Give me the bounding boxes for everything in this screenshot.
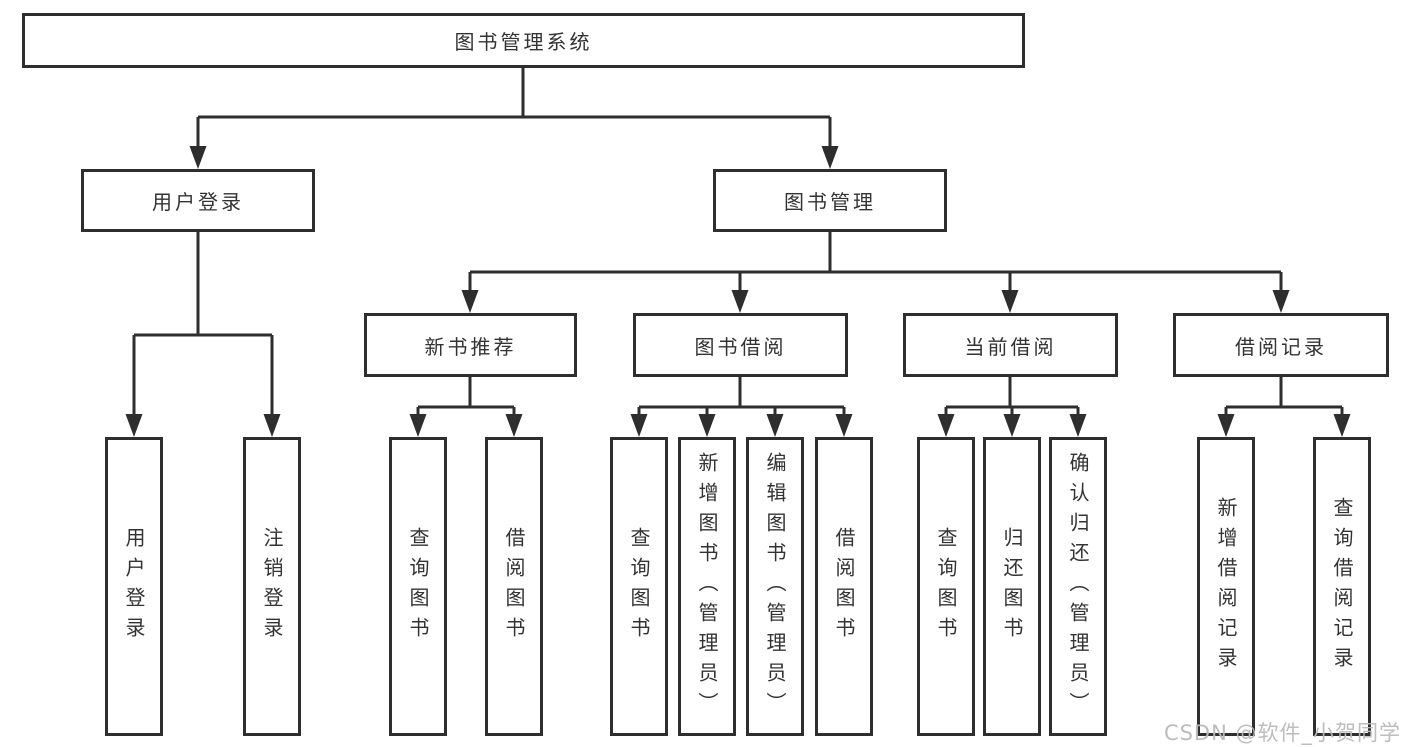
leaf-current-confirm-return-admin: 确认归还（管理员）	[1049, 437, 1107, 736]
node-label: 图书借阅	[694, 334, 787, 359]
leaf-label: 查询借阅记录	[1330, 496, 1354, 677]
leaf-label: 编辑图书（管理员）	[763, 451, 787, 722]
leaf-current-query-books: 查询图书	[917, 437, 975, 736]
leaf-label: 归还图书	[1000, 526, 1024, 647]
node-label: 当前借阅	[964, 334, 1057, 359]
leaf-logout: 注销登录	[243, 437, 301, 736]
leaf-borrow-borrow-books: 借阅图书	[815, 437, 873, 736]
node-book-borrow: 图书借阅	[633, 313, 848, 377]
node-library-management-system: 图书管理系统	[22, 13, 1025, 68]
leaf-label: 查询图书	[627, 526, 651, 647]
leaf-label: 借阅图书	[502, 526, 526, 647]
leaf-label: 新增图书（管理员）	[695, 451, 719, 722]
leaf-user-login: 用户登录	[105, 437, 163, 736]
node-label: 新书推荐	[424, 334, 517, 359]
leaf-current-return-books: 归还图书	[983, 437, 1041, 736]
node-book-management: 图书管理	[713, 169, 947, 232]
leaf-borrow-query-books: 查询图书	[610, 437, 668, 736]
leaf-label: 新增借阅记录	[1214, 496, 1238, 677]
leaf-label: 查询图书	[406, 526, 430, 647]
arrowheads	[125, 146, 1351, 437]
node-label: 图书管理系统	[454, 30, 593, 54]
node-label: 图书管理	[784, 190, 876, 214]
node-current-borrow: 当前借阅	[903, 313, 1118, 377]
csdn-watermark: CSDN @软件_小贺同学	[1163, 721, 1401, 745]
node-user-login: 用户登录	[81, 169, 315, 232]
leaf-recommend-query-books: 查询图书	[389, 437, 447, 736]
leaf-recommend-borrow-books: 借阅图书	[485, 437, 543, 736]
node-label: 借阅记录	[1235, 334, 1327, 359]
leaf-label: 查询图书	[934, 526, 958, 647]
leaf-label: 注销登录	[260, 526, 284, 647]
node-borrow-records: 借阅记录	[1173, 313, 1389, 377]
node-new-book-recommend: 新书推荐	[364, 313, 577, 377]
leaf-records-query-borrow-record: 查询借阅记录	[1313, 437, 1371, 736]
leaf-label: 用户登录	[122, 526, 146, 647]
leaf-label: 确认归还（管理员）	[1066, 451, 1090, 722]
leaf-label: 借阅图书	[832, 526, 856, 647]
node-label: 用户登录	[152, 190, 244, 214]
leaf-borrow-add-books-admin: 新增图书（管理员）	[678, 437, 736, 736]
leaf-borrow-edit-books-admin: 编辑图书（管理员）	[746, 437, 804, 736]
leaf-records-add-borrow-record: 新增借阅记录	[1197, 437, 1255, 736]
